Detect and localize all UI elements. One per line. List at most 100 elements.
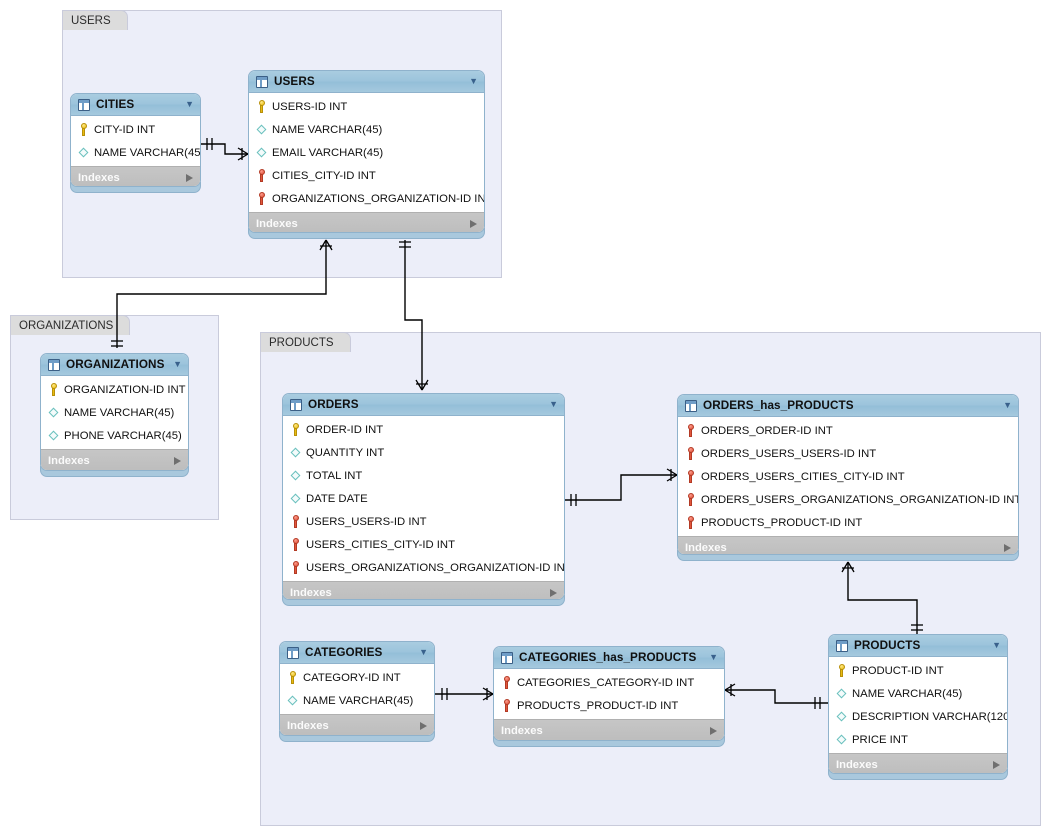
column-row[interactable]: ORDERS_USERS_ORGANIZATIONS_ORGANIZATION-…: [678, 488, 1018, 511]
table-categories-header[interactable]: CATEGORIES ▼: [280, 642, 434, 664]
table-organizations-header[interactable]: ORGANIZATIONS ▼: [41, 354, 188, 376]
column-row[interactable]: DATE DATE: [283, 487, 564, 510]
table-products[interactable]: PRODUCTS ▼ PRODUCT-ID INT NAME VARCHAR(4…: [828, 634, 1008, 780]
layer-products-tab[interactable]: PRODUCTS: [260, 332, 351, 352]
column-label: USERS_CITIES_CITY-ID INT: [306, 539, 455, 551]
table-orders-body: ORDERS ▼ ORDER-ID INT QUANTITY INT TOTAL…: [282, 393, 565, 600]
column-row[interactable]: CITIES_CITY-ID INT: [249, 164, 484, 187]
column-row[interactable]: NAME VARCHAR(45): [280, 689, 434, 712]
column-row[interactable]: ORDER-ID INT: [283, 418, 564, 441]
column-icon: [256, 146, 267, 159]
column-row[interactable]: PRODUCTS_PRODUCT-ID INT: [494, 694, 724, 717]
expand-arrow-icon[interactable]: [710, 727, 717, 735]
column-icon: [836, 710, 847, 723]
layer-organizations-tab[interactable]: ORGANIZATIONS: [10, 315, 130, 335]
column-row[interactable]: CATEGORIES_CATEGORY-ID INT: [494, 671, 724, 694]
column-row[interactable]: PHONE VARCHAR(45): [41, 424, 188, 447]
primary-key-icon: [256, 100, 267, 113]
chevron-down-icon[interactable]: ▼: [411, 648, 428, 657]
chevron-down-icon[interactable]: ▼: [995, 401, 1012, 410]
table-organizations-indexes[interactable]: Indexes: [41, 449, 188, 471]
expand-arrow-icon[interactable]: [470, 220, 477, 228]
table-users-title: USERS: [274, 75, 315, 88]
column-label: DESCRIPTION VARCHAR(120): [852, 711, 1008, 723]
table-categories-has-products-header[interactable]: CATEGORIES_has_PRODUCTS ▼: [494, 647, 724, 669]
primary-key-icon: [290, 423, 301, 436]
column-label: PHONE VARCHAR(45): [64, 430, 182, 442]
table-orders-has-products[interactable]: ORDERS_has_PRODUCTS ▼ ORDERS_ORDER-ID IN…: [677, 394, 1019, 561]
column-row[interactable]: ORDERS_USERS_USERS-ID INT: [678, 442, 1018, 465]
column-row[interactable]: USERS_USERS-ID INT: [283, 510, 564, 533]
expand-arrow-icon[interactable]: [550, 589, 557, 597]
expand-arrow-icon[interactable]: [993, 761, 1000, 769]
table-orders-has-products-title: ORDERS_has_PRODUCTS: [703, 399, 854, 412]
column-row[interactable]: CITY-ID INT: [71, 118, 200, 141]
table-orders-has-products-columns: ORDERS_ORDER-ID INT ORDERS_USERS_USERS-I…: [678, 417, 1018, 536]
column-row[interactable]: ORGANIZATION-ID INT: [41, 378, 188, 401]
table-cities-body: CITIES ▼ CITY-ID INT NAME VARCHAR(45) In…: [70, 93, 201, 187]
column-row[interactable]: EMAIL VARCHAR(45): [249, 141, 484, 164]
column-row[interactable]: PRODUCTS_PRODUCT-ID INT: [678, 511, 1018, 534]
column-icon: [290, 492, 301, 505]
expand-arrow-icon[interactable]: [186, 174, 193, 182]
table-categories-has-products-indexes[interactable]: Indexes: [494, 719, 724, 741]
column-row[interactable]: ORDERS_ORDER-ID INT: [678, 419, 1018, 442]
chevron-down-icon[interactable]: ▼: [541, 400, 558, 409]
column-row[interactable]: CATEGORY-ID INT: [280, 666, 434, 689]
column-row[interactable]: NAME VARCHAR(45): [41, 401, 188, 424]
column-row[interactable]: NAME VARCHAR(45): [249, 118, 484, 141]
table-icon: [48, 359, 60, 371]
foreign-key-icon: [290, 538, 301, 551]
table-cities-header[interactable]: CITIES ▼: [71, 94, 200, 116]
column-row[interactable]: USERS_CITIES_CITY-ID INT: [283, 533, 564, 556]
chevron-down-icon[interactable]: ▼: [177, 100, 194, 109]
table-organizations[interactable]: ORGANIZATIONS ▼ ORGANIZATION-ID INT NAME…: [40, 353, 189, 477]
primary-key-icon: [78, 123, 89, 136]
column-row[interactable]: NAME VARCHAR(45): [829, 682, 1007, 705]
table-orders[interactable]: ORDERS ▼ ORDER-ID INT QUANTITY INT TOTAL…: [282, 393, 565, 606]
table-orders-has-products-header[interactable]: ORDERS_has_PRODUCTS ▼: [678, 395, 1018, 417]
column-row[interactable]: ORDERS_USERS_CITIES_CITY-ID INT: [678, 465, 1018, 488]
column-label: CATEGORY-ID INT: [303, 672, 401, 684]
column-row[interactable]: PRICE INT: [829, 728, 1007, 751]
chevron-down-icon[interactable]: ▼: [984, 641, 1001, 650]
table-users-header[interactable]: USERS ▼: [249, 71, 484, 93]
table-users-indexes[interactable]: Indexes: [249, 212, 484, 233]
table-users[interactable]: USERS ▼ USERS-ID INT NAME VARCHAR(45) EM…: [248, 70, 485, 239]
table-orders-has-products-indexes[interactable]: Indexes: [678, 536, 1018, 555]
expand-arrow-icon[interactable]: [420, 722, 427, 730]
expand-arrow-icon[interactable]: [174, 457, 181, 465]
table-products-header[interactable]: PRODUCTS ▼: [829, 635, 1007, 657]
chevron-down-icon[interactable]: ▼: [165, 360, 182, 369]
table-categories-has-products[interactable]: CATEGORIES_has_PRODUCTS ▼ CATEGORIES_CAT…: [493, 646, 725, 747]
table-cities-indexes[interactable]: Indexes: [71, 166, 200, 187]
foreign-key-icon: [256, 192, 267, 205]
column-row[interactable]: USERS-ID INT: [249, 95, 484, 118]
table-products-indexes[interactable]: Indexes: [829, 753, 1007, 774]
column-label: NAME VARCHAR(45): [272, 124, 382, 136]
foreign-key-icon: [290, 515, 301, 528]
table-cities[interactable]: CITIES ▼ CITY-ID INT NAME VARCHAR(45) In…: [70, 93, 201, 193]
table-cities-title: CITIES: [96, 98, 134, 111]
column-label: ORDERS_ORDER-ID INT: [701, 425, 833, 437]
column-row[interactable]: ORGANIZATIONS_ORGANIZATION-ID INT: [249, 187, 484, 210]
chevron-down-icon[interactable]: ▼: [701, 653, 718, 662]
table-orders-indexes[interactable]: Indexes: [283, 581, 564, 600]
column-row[interactable]: NAME VARCHAR(45): [71, 141, 200, 164]
column-label: USERS-ID INT: [272, 101, 347, 113]
table-categories[interactable]: CATEGORIES ▼ CATEGORY-ID INT NAME VARCHA…: [279, 641, 435, 742]
foreign-key-icon: [290, 561, 301, 574]
column-row[interactable]: PRODUCT-ID INT: [829, 659, 1007, 682]
expand-arrow-icon[interactable]: [1004, 544, 1011, 552]
table-products-columns: PRODUCT-ID INT NAME VARCHAR(45) DESCRIPT…: [829, 657, 1007, 753]
column-label: TOTAL INT: [306, 470, 362, 482]
table-orders-header[interactable]: ORDERS ▼: [283, 394, 564, 416]
column-row[interactable]: QUANTITY INT: [283, 441, 564, 464]
table-categories-indexes[interactable]: Indexes: [280, 714, 434, 736]
chevron-down-icon[interactable]: ▼: [461, 77, 478, 86]
column-row[interactable]: USERS_ORGANIZATIONS_ORGANIZATION-ID INT: [283, 556, 564, 579]
layer-users-tab[interactable]: USERS: [62, 10, 128, 30]
column-row[interactable]: TOTAL INT: [283, 464, 564, 487]
column-row[interactable]: DESCRIPTION VARCHAR(120): [829, 705, 1007, 728]
column-label: NAME VARCHAR(45): [852, 688, 962, 700]
